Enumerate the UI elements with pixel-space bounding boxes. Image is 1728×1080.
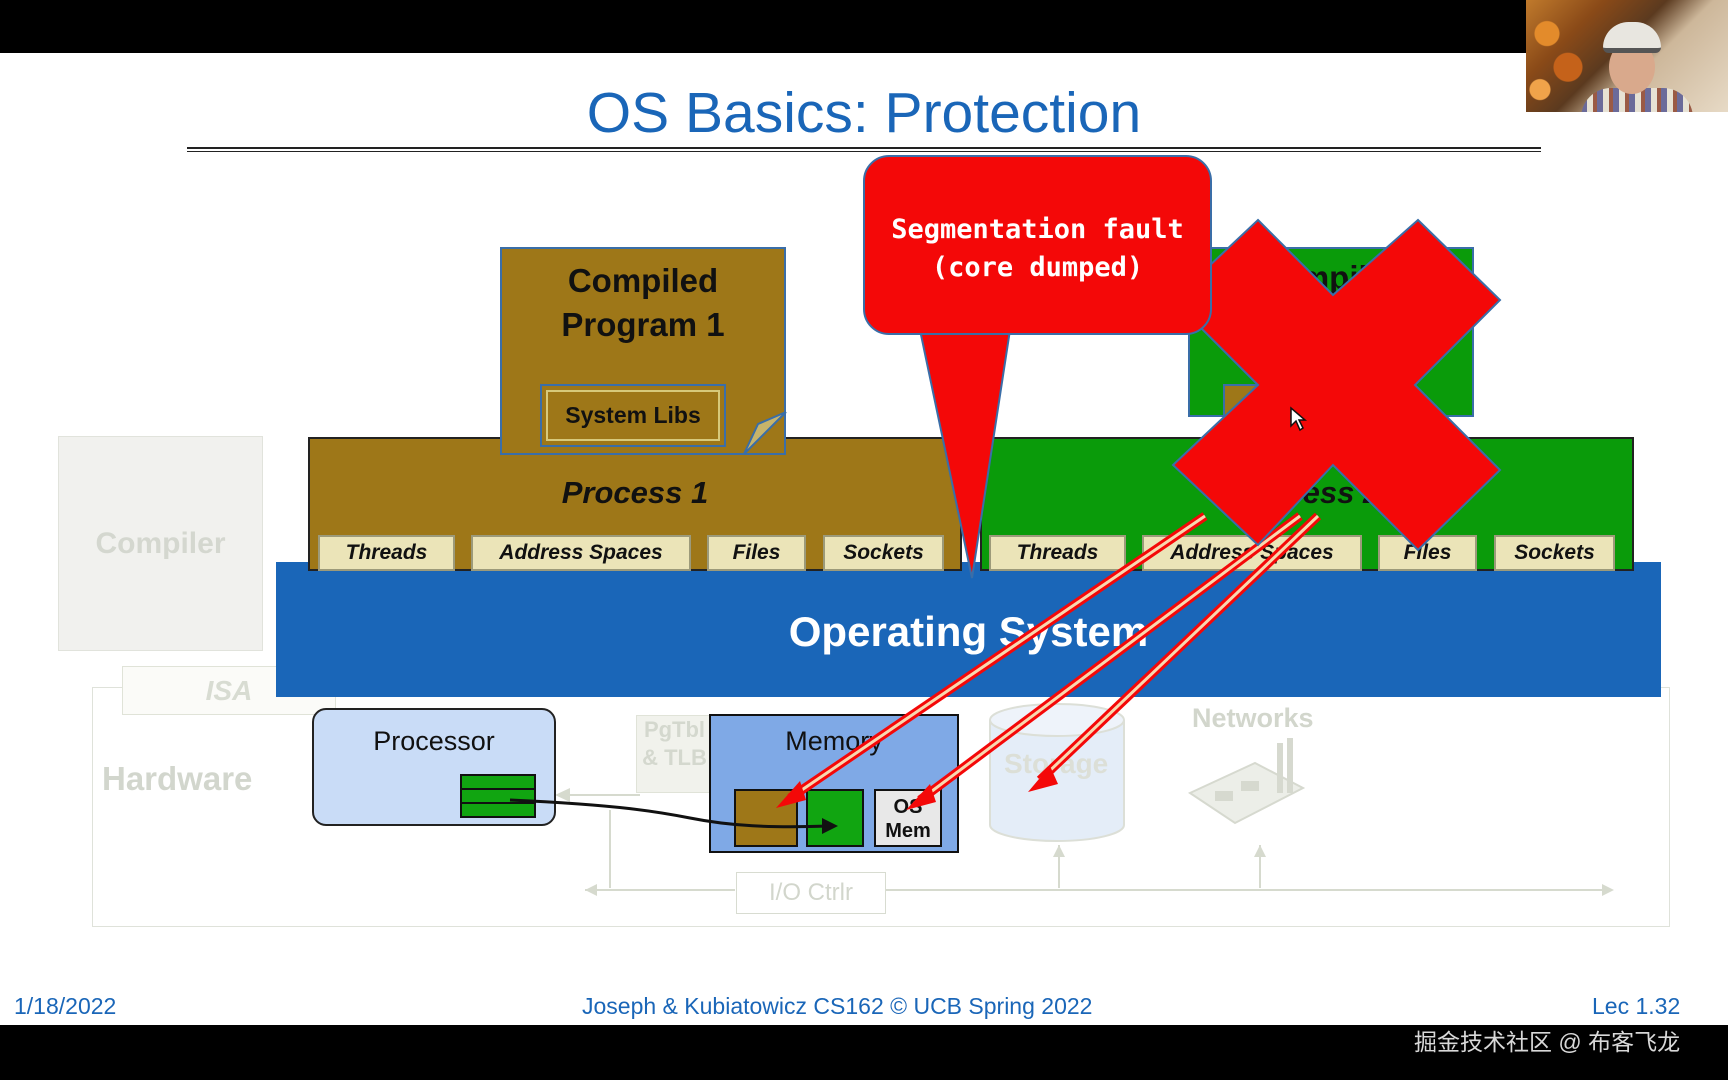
footer-date: 1/18/2022 bbox=[14, 993, 117, 1019]
segfault-line2: (core dumped) bbox=[931, 252, 1144, 283]
isa-label: ISA bbox=[205, 674, 253, 706]
compiler-box: Compiler bbox=[58, 436, 263, 651]
compiler-label: Compiler bbox=[95, 526, 226, 560]
memory-process-2-block bbox=[806, 789, 864, 847]
title-rule bbox=[187, 147, 1541, 149]
slide-title: OS Basics: Protection bbox=[586, 81, 1142, 145]
title-rule-thin bbox=[187, 151, 1541, 152]
process-1-threads-tab: Threads bbox=[318, 535, 455, 571]
black-arrowhead bbox=[822, 818, 838, 834]
io-ctrl-label: I/O Ctrlr bbox=[769, 879, 853, 906]
system-libs-box: System Libs bbox=[540, 384, 726, 447]
compiled-program-1: Compiled Program 1 System Libs bbox=[500, 247, 786, 455]
page-curl-icon bbox=[743, 411, 787, 455]
register-line bbox=[462, 802, 534, 804]
system-libs-label: System Libs bbox=[565, 402, 701, 428]
process-2-address-spaces-tab: Address Spaces bbox=[1142, 535, 1362, 571]
segfault-text: Segmentation fault (core dumped) bbox=[865, 211, 1210, 287]
register-block bbox=[460, 774, 536, 818]
processor-label: Processor bbox=[373, 726, 495, 756]
mouse-cursor-icon bbox=[1290, 406, 1308, 432]
networks-label: Networks bbox=[1192, 703, 1314, 733]
process-2-sockets-tab: Sockets bbox=[1494, 535, 1615, 571]
page-table-box: PgTbl & TLB bbox=[636, 715, 713, 793]
segfault-line1: Segmentation fault bbox=[891, 214, 1184, 245]
processor-box: Processor bbox=[312, 708, 556, 826]
red-arrows bbox=[776, 512, 1322, 810]
pgtbl-line2: & TLB bbox=[642, 745, 707, 770]
process-1-label: Process 1 bbox=[561, 475, 709, 510]
program-1-title-line2: Program 1 bbox=[561, 306, 725, 343]
footer-credit: Joseph & Kubiatowicz CS162 © UCB Spring … bbox=[582, 993, 1093, 1019]
webcam-thumbnail bbox=[1526, 0, 1728, 112]
io-controller-box: I/O Ctrlr bbox=[736, 872, 886, 914]
hardware-label: Hardware bbox=[102, 760, 253, 797]
process-1-files-tab: Files bbox=[707, 535, 806, 571]
webcam-hat bbox=[1603, 22, 1661, 53]
bottom-letterbox bbox=[0, 1025, 1728, 1080]
program-1-title-line1: Compiled bbox=[567, 262, 719, 299]
program-1-title: Compiled Program 1 bbox=[502, 259, 784, 347]
bubble-tail bbox=[918, 329, 1012, 579]
register-line bbox=[462, 788, 534, 790]
network-card-icon bbox=[1187, 738, 1306, 825]
top-letterbox bbox=[0, 0, 1728, 53]
webcam-background bbox=[1526, 0, 1596, 112]
black-arrow bbox=[509, 798, 831, 829]
segfault-bubble: Segmentation fault (core dumped) bbox=[863, 155, 1212, 335]
system-libs-inner-border bbox=[546, 390, 720, 441]
process-2-threads-tab: Threads bbox=[989, 535, 1126, 571]
process-1-sockets-tab: Sockets bbox=[823, 535, 944, 571]
watermark: 掘金技术社区 @ 布客飞龙 bbox=[1414, 1029, 1681, 1055]
footer-lecture: Lec 1.32 bbox=[1592, 993, 1681, 1019]
pgtbl-line1: PgTbl bbox=[643, 717, 706, 742]
red-x-icon bbox=[1171, 218, 1502, 552]
os-mem-line2: Mem bbox=[885, 820, 931, 842]
os-label: Operating System bbox=[788, 608, 1149, 655]
process-1-address-spaces-tab: Address Spaces bbox=[471, 535, 691, 571]
operating-system-band: Operating System bbox=[276, 562, 1661, 697]
